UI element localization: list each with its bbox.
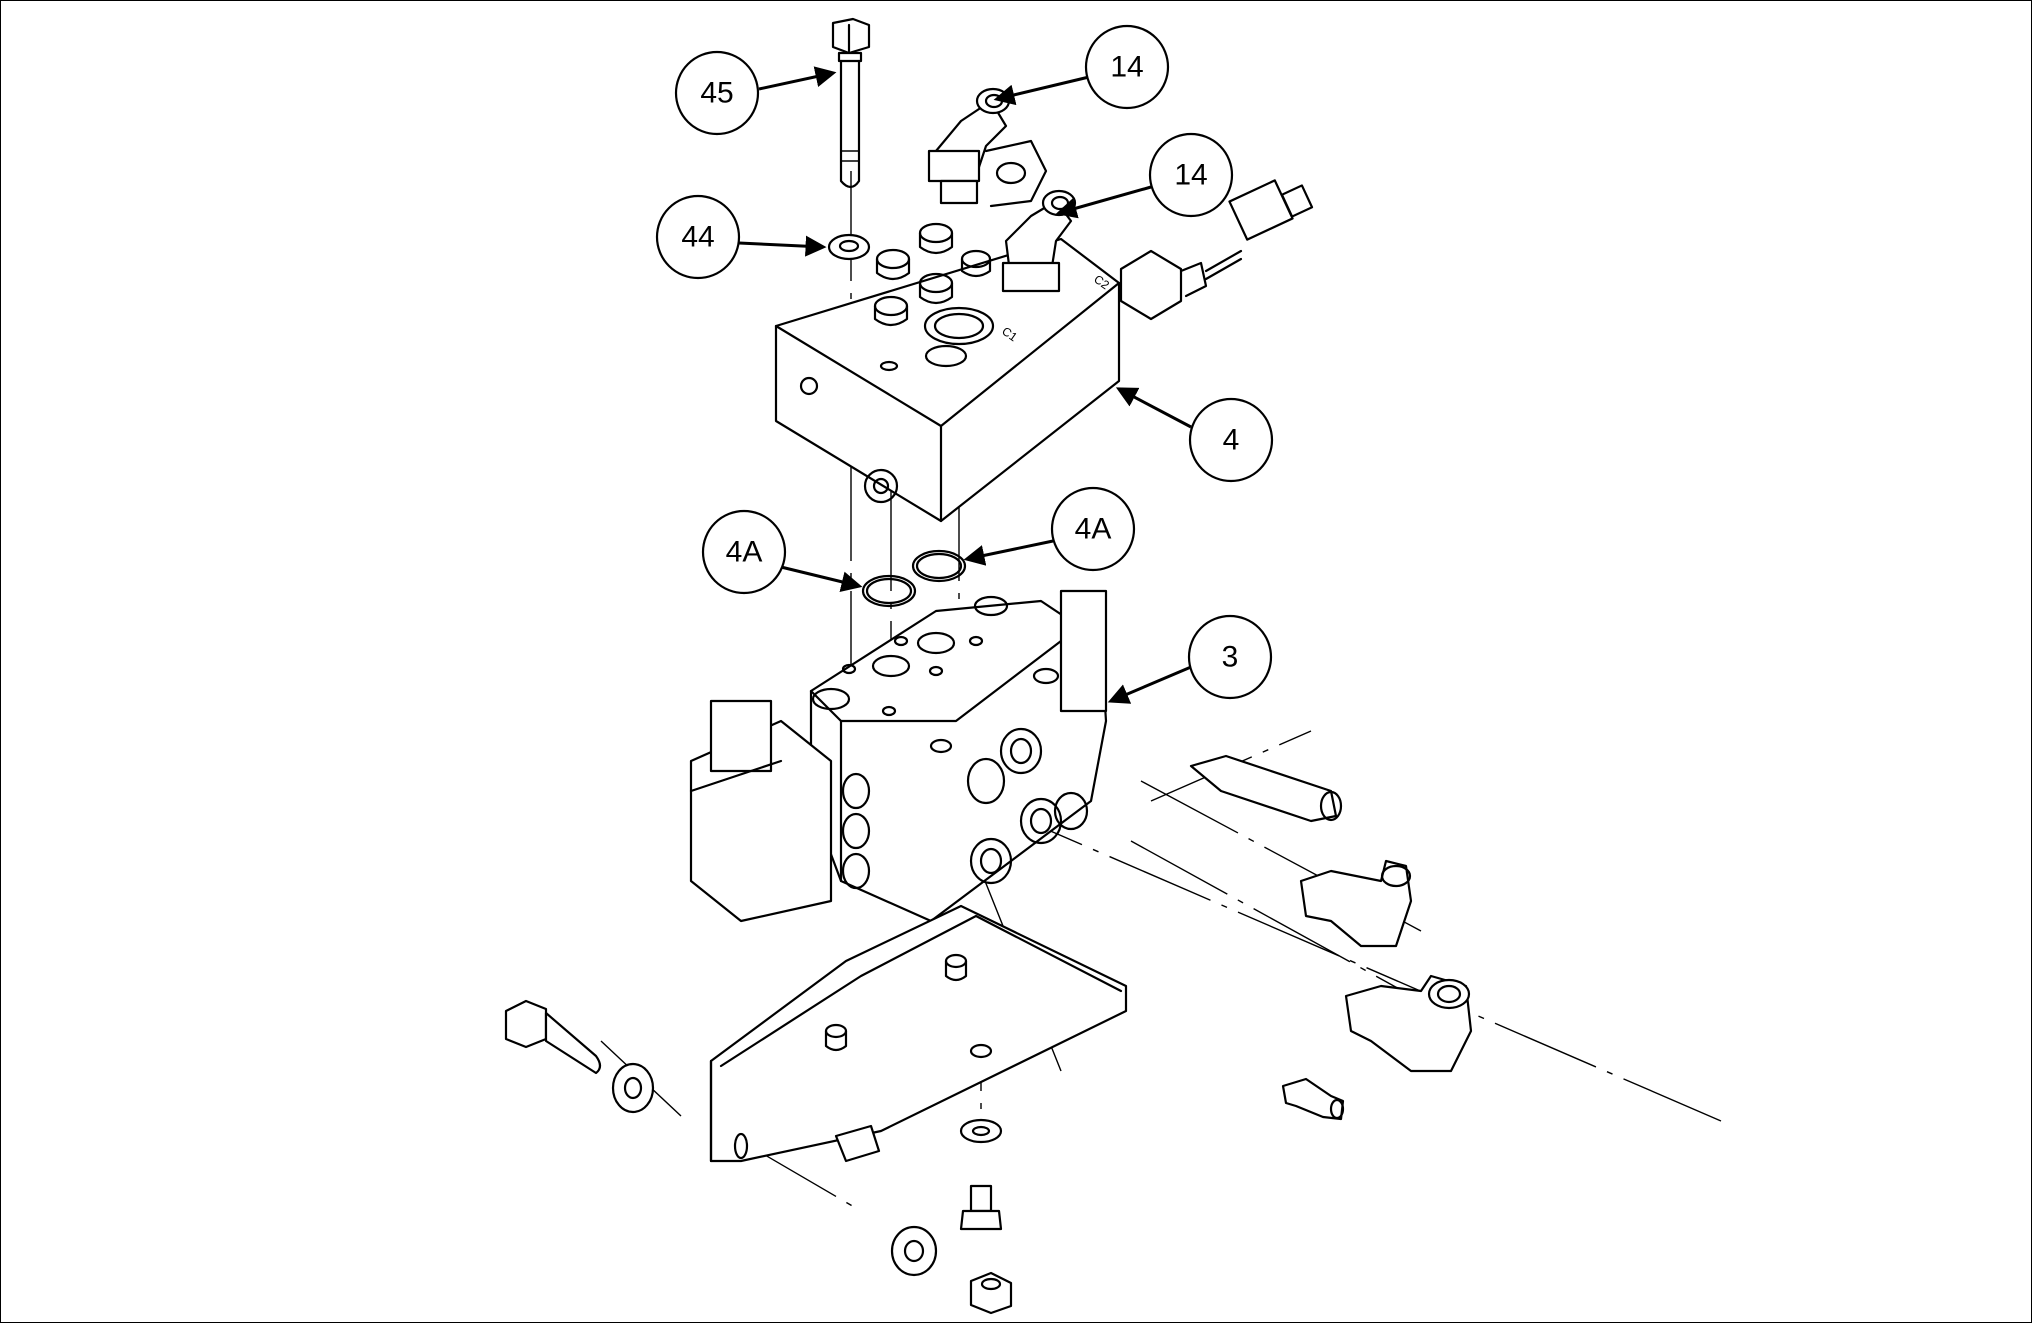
long-bolt-45 xyxy=(831,17,871,189)
upper-valve-block-4: C1 C2 xyxy=(774,179,1314,523)
svg-text:4: 4 xyxy=(1223,424,1240,457)
o-ring-4a-left xyxy=(861,574,917,608)
o-ring-4a-right xyxy=(911,549,967,583)
svg-text:45: 45 xyxy=(700,77,733,110)
mounting-bracket xyxy=(709,904,1128,1163)
svg-text:4A: 4A xyxy=(726,536,763,569)
washer-left xyxy=(611,1062,655,1114)
svg-text:14: 14 xyxy=(1174,159,1207,192)
callout-14-lower: 14 xyxy=(1055,132,1234,219)
straight-elbow-fitting xyxy=(1189,754,1343,823)
callout-4: 4 xyxy=(1115,387,1274,483)
washer-44 xyxy=(827,233,871,261)
lower-valve-section-3 xyxy=(689,589,1108,923)
elbow-fitting-14-lower xyxy=(1001,189,1077,293)
elbow-fitting-lower xyxy=(1344,974,1473,1073)
hex-bolt-left xyxy=(504,999,602,1075)
small-plug-fitting xyxy=(1281,1077,1345,1121)
svg-text:44: 44 xyxy=(681,221,714,254)
svg-text:14: 14 xyxy=(1110,51,1143,84)
hex-nut-bottom xyxy=(969,1271,1013,1315)
washer-center xyxy=(959,1118,1003,1144)
callout-45: 45 xyxy=(674,50,837,136)
callout-44: 44 xyxy=(655,194,827,280)
svg-text:4A: 4A xyxy=(1075,513,1112,546)
callout-14-top: 14 xyxy=(993,24,1170,110)
elbow-fitting-14-upper xyxy=(927,87,1048,208)
callout-4a-right: 4A xyxy=(963,486,1136,572)
washer-bottom xyxy=(890,1225,938,1277)
short-bolt-center xyxy=(959,1184,1003,1231)
callout-4a-left: 4A xyxy=(701,509,863,595)
elbow-fitting-middle xyxy=(1299,859,1413,948)
callout-3: 3 xyxy=(1107,614,1273,704)
svg-text:3: 3 xyxy=(1222,641,1239,674)
